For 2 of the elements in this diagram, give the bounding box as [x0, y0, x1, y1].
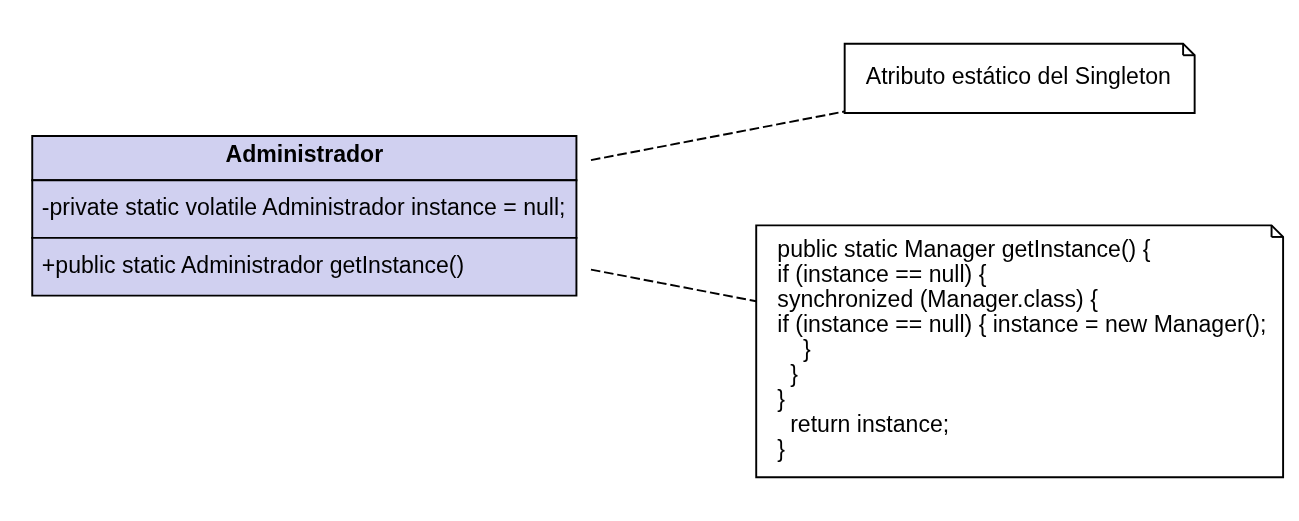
connector	[590, 110, 846, 162]
connector	[590, 268, 758, 303]
